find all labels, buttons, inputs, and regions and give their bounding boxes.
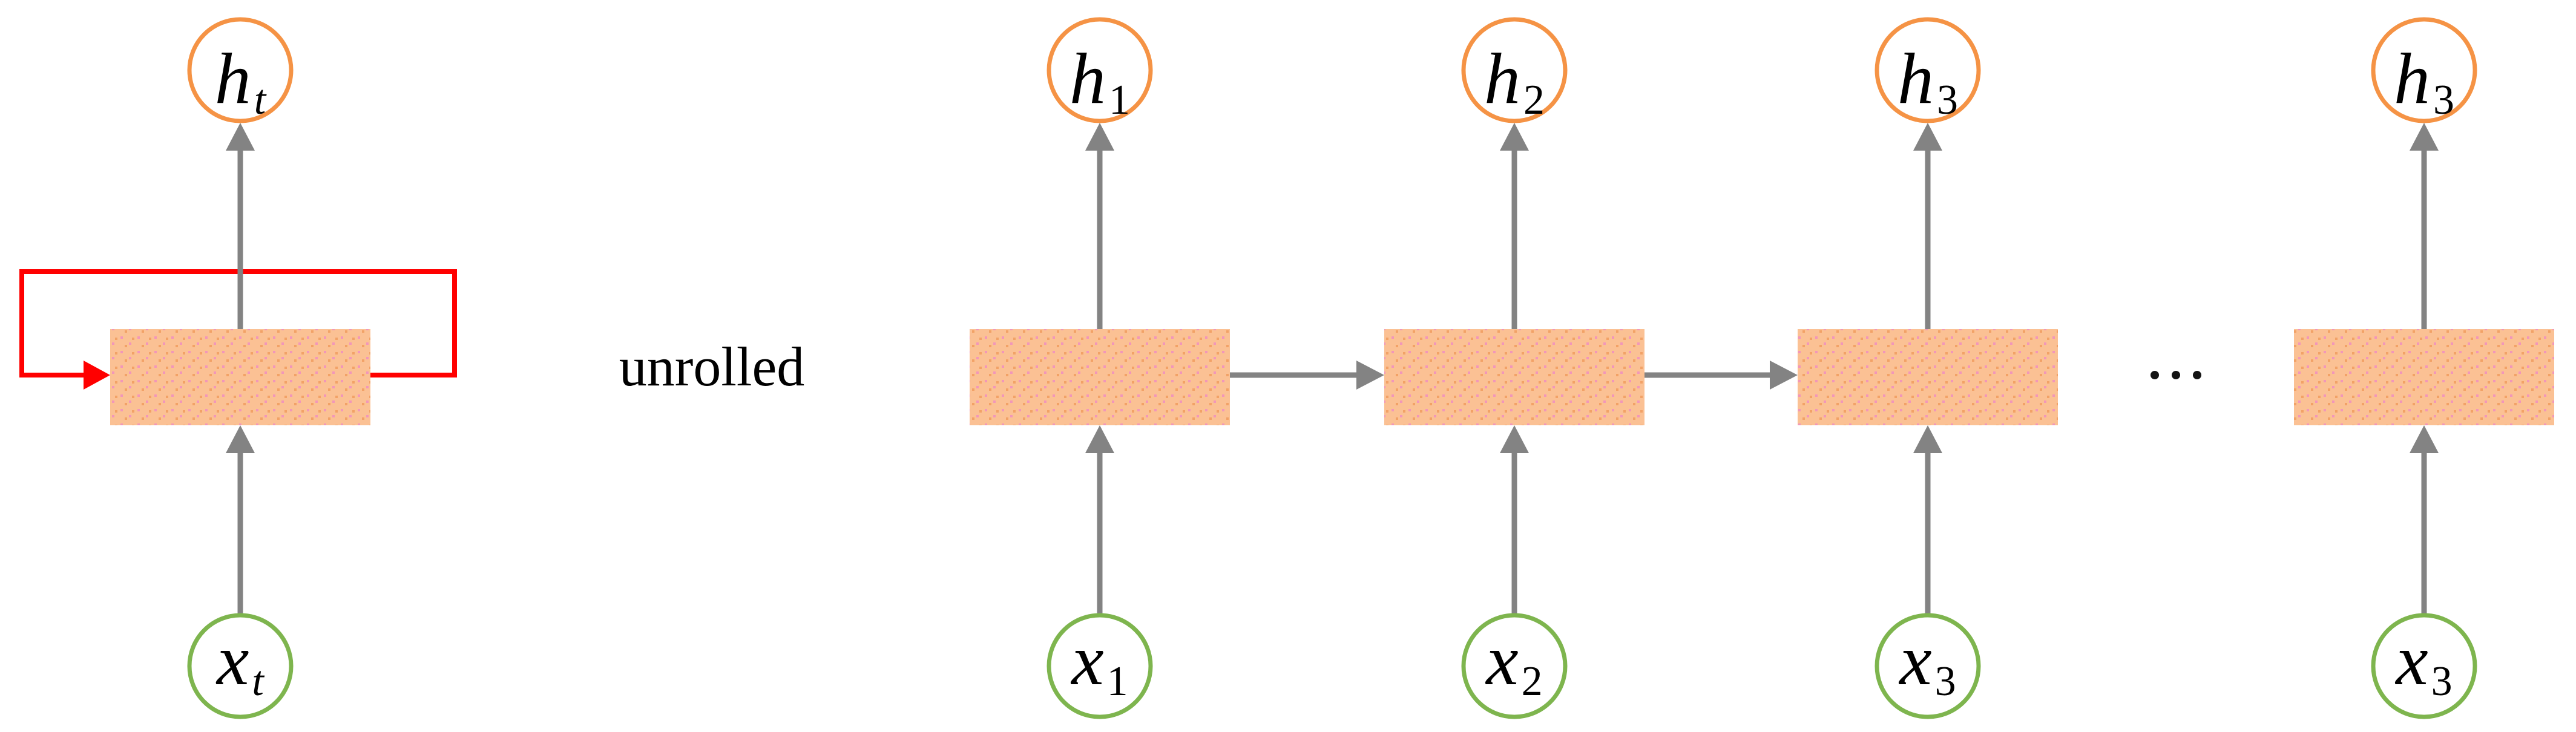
input-circle-t2 bbox=[1461, 613, 1568, 719]
hidden-state-label-t4-base: h bbox=[2394, 38, 2430, 119]
input-circle-folded bbox=[187, 613, 294, 719]
hidden-state-circle-t4 bbox=[2371, 17, 2477, 123]
input-label-t1-subscript: 1 bbox=[1107, 658, 1128, 705]
input-label-t1: x1 bbox=[1070, 619, 1128, 705]
hidden-state-label-folded-base: h bbox=[215, 38, 251, 119]
hidden-state-label-t4-subscript: 3 bbox=[2433, 77, 2454, 123]
cell-to-cell-arrow-head-2-3 bbox=[1770, 361, 1798, 390]
hidden-state-label-t2-subscript: 2 bbox=[1523, 77, 1545, 123]
hidden-state-label-t3: h3 bbox=[1898, 38, 1958, 123]
hidden-state-label-folded-subscript: t bbox=[254, 77, 267, 123]
input-label-folded: xt bbox=[215, 619, 264, 705]
input-label-t4-subscript: 3 bbox=[2431, 658, 2453, 705]
input-arrow-head-t4 bbox=[2410, 425, 2439, 453]
input-circle-t4 bbox=[2371, 613, 2477, 719]
input-circle-t3 bbox=[1874, 613, 1981, 719]
input-label-t3: x3 bbox=[1898, 619, 1956, 705]
hidden-state-label-t3-subscript: 3 bbox=[1937, 77, 1958, 123]
input-arrow-head-t2 bbox=[1500, 425, 1529, 453]
input-label-folded-subscript: t bbox=[252, 658, 264, 705]
cell-to-cell-arrow-head-1-2 bbox=[1356, 361, 1384, 390]
input-label-t3-base: x bbox=[1898, 619, 1931, 700]
hidden-state-label-t3-base: h bbox=[1898, 38, 1934, 119]
hidden-state-circle-t3 bbox=[1874, 17, 1981, 123]
input-circle-t1 bbox=[1046, 613, 1153, 719]
rnn-cell-rect-t4 bbox=[2294, 329, 2554, 425]
hidden-state-circle-t2 bbox=[1461, 17, 1568, 123]
input-arrow-head-folded bbox=[226, 425, 255, 453]
rnn-cell-rect-t1 bbox=[970, 329, 1230, 425]
input-label-folded-base: x bbox=[215, 619, 249, 700]
recurrent-loop-arrowhead bbox=[84, 361, 110, 390]
rnn-cell-rect-folded bbox=[110, 329, 370, 425]
hidden-state-label-t2-base: h bbox=[1484, 38, 1520, 119]
input-arrow-head-t3 bbox=[1913, 425, 1942, 453]
hidden-state-label-t4: h3 bbox=[2394, 38, 2454, 123]
rnn-cell-rect-t3 bbox=[1798, 329, 2058, 425]
input-label-t2: x2 bbox=[1485, 619, 1542, 705]
hidden-state-label-t2: h2 bbox=[1484, 38, 1545, 123]
input-label-t2-base: x bbox=[1485, 619, 1518, 700]
input-label-t4: x3 bbox=[2394, 619, 2452, 705]
input-label-t3-subscript: 3 bbox=[1935, 658, 1956, 705]
output-arrow-head-t2 bbox=[1500, 123, 1529, 151]
input-arrow-head-t1 bbox=[1085, 425, 1114, 453]
output-arrow-head-folded bbox=[226, 123, 255, 151]
input-label-t1-base: x bbox=[1070, 619, 1103, 700]
input-label-t2-subscript: 2 bbox=[1522, 658, 1543, 705]
unrolled-label: unrolled bbox=[619, 336, 805, 397]
hidden-state-circle-t1 bbox=[1046, 17, 1153, 123]
ellipsis-dot bbox=[2150, 371, 2159, 379]
hidden-state-label-folded: ht bbox=[215, 38, 267, 123]
hidden-state-circle-folded bbox=[187, 17, 294, 123]
hidden-state-label-t1-base: h bbox=[1070, 38, 1106, 119]
hidden-state-label-t1-subscript: 1 bbox=[1109, 77, 1130, 123]
ellipsis-dot bbox=[2193, 371, 2201, 379]
input-label-t4-base: x bbox=[2394, 619, 2428, 700]
hidden-state-label-t1: h1 bbox=[1070, 38, 1130, 123]
rnn-cell-rect-t2 bbox=[1384, 329, 1644, 425]
ellipsis-dot bbox=[2172, 371, 2180, 379]
output-arrow-head-t1 bbox=[1085, 123, 1114, 151]
output-arrow-head-t4 bbox=[2410, 123, 2439, 151]
output-arrow-head-t3 bbox=[1913, 123, 1942, 151]
